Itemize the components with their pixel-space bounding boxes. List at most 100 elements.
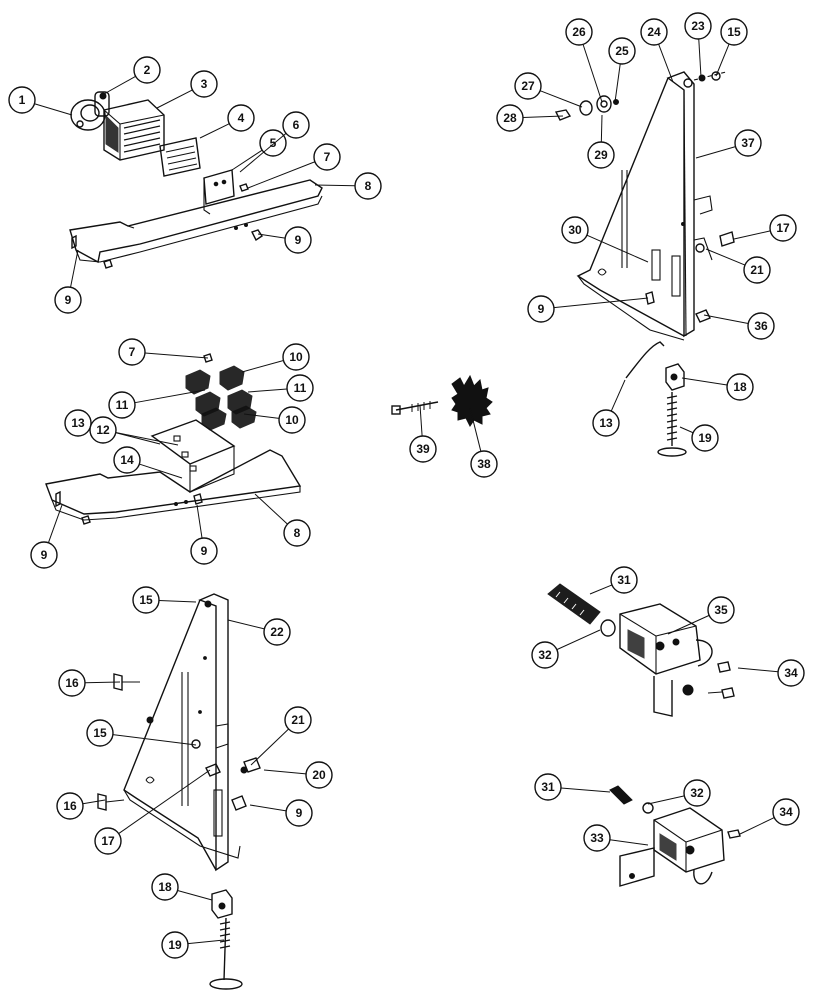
callout-7: 7 xyxy=(313,143,341,171)
callout-32: 32 xyxy=(531,641,559,669)
callout-circle xyxy=(470,450,498,478)
callout-number: 28 xyxy=(503,111,517,125)
callout-circle xyxy=(684,12,712,40)
valve-body-33 xyxy=(619,802,741,887)
callout-number: 9 xyxy=(295,233,302,247)
callout-leader xyxy=(667,614,710,635)
callout-4: 4 xyxy=(227,104,255,132)
timer-mounting-plate xyxy=(159,137,201,177)
callout-circle xyxy=(354,172,382,200)
callout-circle xyxy=(583,824,611,852)
callout-number: 2 xyxy=(144,63,151,77)
callout-leader xyxy=(539,90,583,108)
callout-number: 32 xyxy=(690,786,704,800)
callout-number: 31 xyxy=(541,780,555,794)
callout-circle xyxy=(285,799,313,827)
callout-17: 17 xyxy=(94,827,122,855)
callout-circle xyxy=(161,931,189,959)
callout-circle xyxy=(278,406,306,434)
callout-number: 9 xyxy=(41,548,48,562)
callout-leader xyxy=(679,426,694,434)
callout-number: 35 xyxy=(714,603,728,617)
callout-leader xyxy=(582,44,603,103)
callout-circle xyxy=(610,566,638,594)
callout-circle xyxy=(527,295,555,323)
callout-7: 7 xyxy=(118,338,146,366)
callout-circle xyxy=(777,659,805,687)
callout-18: 18 xyxy=(151,873,179,901)
screws-upper xyxy=(71,183,263,269)
callout-leader xyxy=(158,600,197,603)
callout-leader xyxy=(698,38,702,78)
callout-circle xyxy=(108,391,136,419)
callout-number: 34 xyxy=(784,666,798,680)
callout-27: 27 xyxy=(514,72,542,100)
callout-circle xyxy=(30,541,58,569)
callout-leader xyxy=(522,115,564,119)
callout-leader xyxy=(263,769,307,775)
callout-32: 32 xyxy=(683,779,711,807)
callout-circle xyxy=(64,409,92,437)
callout-number: 15 xyxy=(139,593,153,607)
callout-circle xyxy=(151,873,179,901)
callout-30: 30 xyxy=(561,216,589,244)
callout-leader xyxy=(103,75,136,95)
callout-number: 30 xyxy=(568,223,582,237)
callout-number: 5 xyxy=(270,136,277,150)
callout-circle xyxy=(113,446,141,474)
callout-leader xyxy=(586,234,649,263)
callout-6: 6 xyxy=(282,111,310,139)
callout-leader xyxy=(249,804,287,812)
callout-9: 9 xyxy=(527,295,555,323)
callout-leader xyxy=(705,248,746,266)
callout-16: 16 xyxy=(56,792,84,820)
callout-circle xyxy=(608,37,636,65)
callout-leader xyxy=(556,629,601,651)
callout-37: 37 xyxy=(734,129,762,157)
callout-circle xyxy=(734,129,762,157)
callout-34: 34 xyxy=(777,659,805,687)
callout-15: 15 xyxy=(720,18,748,46)
orifice-31-lower xyxy=(609,785,633,805)
callout-leader xyxy=(614,63,621,103)
callout-circle xyxy=(54,286,82,314)
callout-leader xyxy=(247,388,288,393)
callout-leader xyxy=(196,504,203,539)
valve-assembly-upper xyxy=(547,583,735,717)
callout-circle xyxy=(263,618,291,646)
callout-leader xyxy=(70,249,79,288)
callout-number: 18 xyxy=(733,380,747,394)
callout-8: 8 xyxy=(354,172,382,200)
callout-number: 27 xyxy=(521,79,535,93)
side-bracket-assembly-upper xyxy=(554,71,735,457)
callout-leader xyxy=(250,728,289,766)
callout-leader xyxy=(610,379,626,412)
callout-38: 38 xyxy=(470,450,498,478)
brush-38 xyxy=(451,374,493,427)
callout-circle xyxy=(514,72,542,100)
callout-28: 28 xyxy=(496,104,524,132)
callout-29: 29 xyxy=(587,141,615,169)
callout-10: 10 xyxy=(282,343,310,371)
rod-13-right xyxy=(625,341,665,379)
callout-leader xyxy=(733,230,771,240)
callout-circle xyxy=(305,761,333,789)
callout-circle xyxy=(282,343,310,371)
callout-number: 4 xyxy=(238,111,245,125)
callout-number: 7 xyxy=(324,150,331,164)
callout-number: 31 xyxy=(617,573,631,587)
callout-leader xyxy=(134,389,206,404)
callout-number: 21 xyxy=(291,713,305,727)
screws-lower xyxy=(55,490,203,525)
callout-number: 16 xyxy=(65,676,79,690)
callout-leader xyxy=(739,817,775,835)
callout-leader xyxy=(34,103,73,116)
callout-circle xyxy=(683,779,711,807)
callout-11: 11 xyxy=(286,374,314,402)
callout-leader xyxy=(609,839,649,846)
callout-8: 8 xyxy=(283,519,311,547)
callout-leader xyxy=(737,667,779,673)
hardware-lower-left xyxy=(97,673,261,811)
